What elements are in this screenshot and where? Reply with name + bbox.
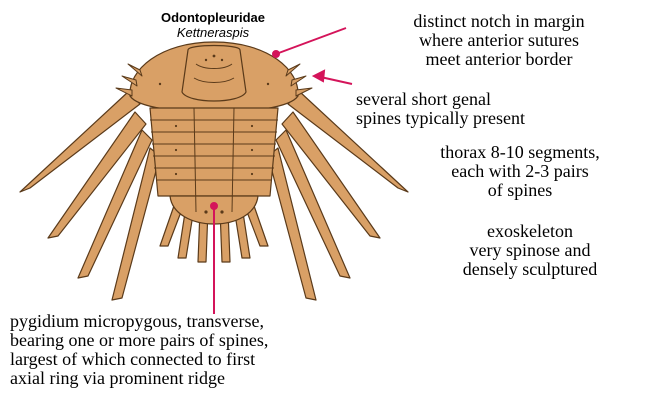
genal-denticles (115, 63, 313, 97)
notch-label: distinct notch in margin where anterior … (340, 12, 658, 69)
exoskeleton-label-line: densely sculptured (462, 259, 598, 279)
notch-label-line: where anterior sutures (419, 30, 579, 50)
long-spines (19, 91, 409, 301)
thorax-label: thorax 8-10 segments, each with 2-3 pair… (382, 143, 658, 200)
thorax-label-line: each with 2-3 pairs (451, 161, 589, 181)
pointer-lines (210, 27, 353, 314)
glabella (181, 44, 247, 102)
exoskeleton-label-line: exoskeleton (487, 221, 573, 241)
genal-label-line: several short genal (356, 89, 491, 109)
pointer-notch (275, 27, 347, 55)
pygidium-label-line: axial ring via prominent ridge (10, 368, 225, 388)
genal-spines-label: several short genal spines typically pre… (356, 90, 656, 128)
exoskeleton-label-line: very spinose and (469, 240, 591, 260)
thorax (149, 107, 279, 197)
genal-label-line: spines typically present (356, 108, 525, 128)
exoskeleton-label: exoskeleton very spinose and densely scu… (402, 222, 658, 279)
pygidium-label-line: largest of which connected to first (10, 349, 256, 369)
thorax-label-line: thorax 8-10 segments, (440, 142, 600, 162)
notch-label-line: distinct notch in margin (413, 11, 585, 31)
diagram-subtitle: Kettneraspis (176, 25, 250, 40)
thorax-label-line: of spines (487, 180, 553, 200)
notch-label-line: meet anterior border (425, 49, 573, 69)
thorax-segment-lines (150, 63, 278, 213)
pygidium-label-line: bearing one or more pairs of spines, (10, 330, 269, 350)
pygidium-label-line: pygidium micropygous, transverse, (10, 311, 264, 331)
pygidium-label: pygidium micropygous, transverse, bearin… (10, 312, 410, 388)
diagram-title: Odontopleuridae (161, 10, 265, 25)
